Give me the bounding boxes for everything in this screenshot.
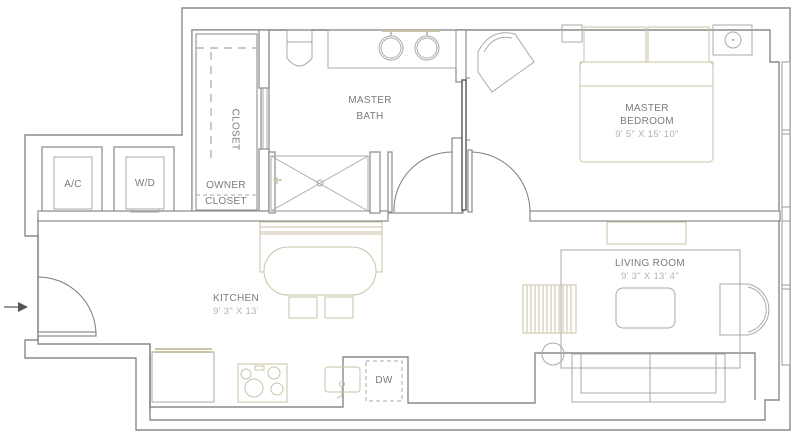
sliding-door <box>461 77 470 211</box>
entry-arrow-icon <box>4 302 28 312</box>
armchair-icon <box>477 32 535 93</box>
toilet-icon <box>286 29 313 67</box>
double-sink-icon <box>378 30 440 61</box>
interior-walls <box>37 29 781 410</box>
ac-label: A/C <box>54 178 92 191</box>
master-bedroom-line1: MASTER <box>625 103 669 114</box>
bedroom-door <box>387 149 531 213</box>
owner-closet-label: OWNER CLOSET <box>196 179 256 208</box>
living-room-label: LIVING ROOM 9' 3" X 13' 4" <box>600 257 700 283</box>
closet-label: CLOSET <box>229 100 242 160</box>
kitchen-counter <box>151 348 403 403</box>
living-room-dimensions: 9' 3" X 13' 4" <box>621 271 679 282</box>
wd-label-text: W/D <box>134 178 156 189</box>
living-furniture <box>522 221 770 403</box>
master-bedroom-label: MASTER BEDROOM 9' 5" X 15' 10" <box>597 102 697 141</box>
master-bath-line1: MASTER <box>348 95 392 106</box>
kitchen-dimensions: 9' 3" X 13' <box>213 306 259 317</box>
bed-icon <box>561 24 753 163</box>
living-room-label-text: LIVING ROOM <box>615 258 685 269</box>
master-bedroom-line2: BEDROOM <box>620 116 674 127</box>
owner-closet-line2: CLOSET <box>205 196 247 207</box>
kitchen-label-text: KITCHEN <box>213 293 259 304</box>
kitchen-island <box>259 221 383 319</box>
entry-door <box>37 276 97 337</box>
ac-label-text: A/C <box>64 179 82 190</box>
dw-label: DW <box>366 374 402 387</box>
owner-closet-line1: OWNER <box>206 180 246 191</box>
master-bedroom-dimensions: 9' 5" X 15' 10" <box>615 129 679 140</box>
dw-label-text: DW <box>375 375 393 386</box>
wd-label: W/D <box>126 177 164 190</box>
master-bath-line2: BATH <box>356 111 384 122</box>
kitchen-label: KITCHEN 9' 3" X 13' <box>196 292 276 318</box>
closet-hanging-rods <box>196 47 268 196</box>
shower-icon <box>270 155 369 212</box>
master-bath-label: MASTER BATH <box>330 94 410 123</box>
window-right <box>781 61 791 366</box>
closet-label-text: CLOSET <box>229 108 241 151</box>
